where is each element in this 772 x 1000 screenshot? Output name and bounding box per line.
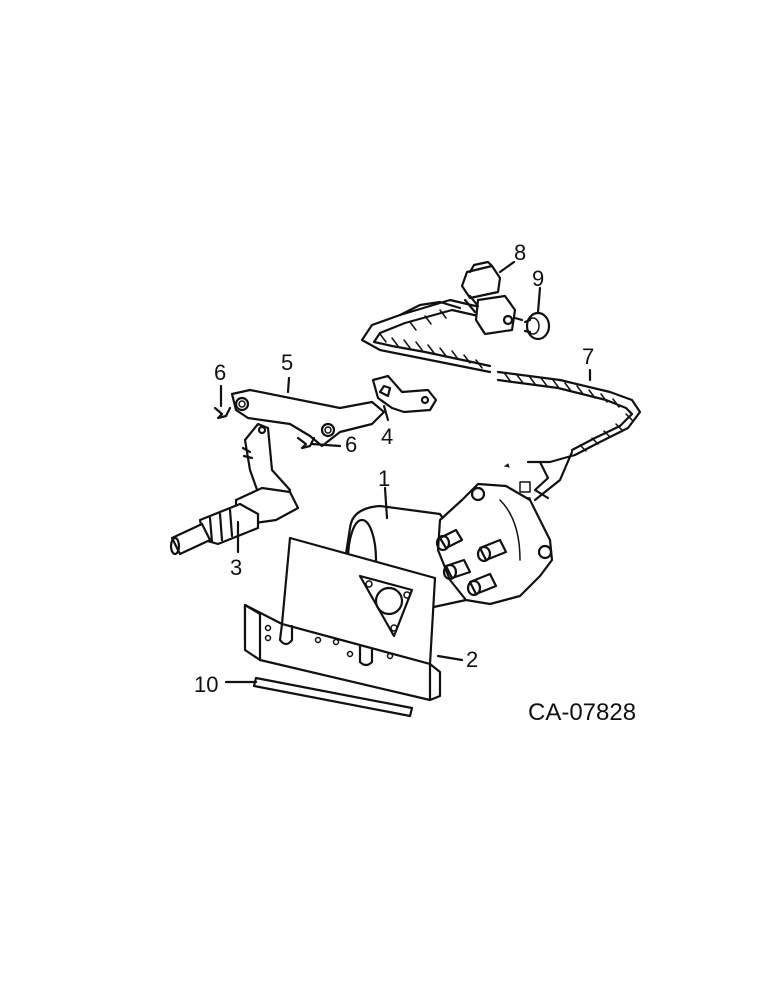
callout-4: 4 [381,424,393,449]
callout-labels: 1 2 3 4 5 6 6 7 8 9 10 [194,240,594,697]
callout-9: 9 [532,266,544,291]
callout-6b: 6 [345,432,357,457]
gasket-strip [252,676,414,718]
callout-1: 1 [378,466,390,491]
bushing [523,311,551,341]
callout-6a: 6 [214,360,226,385]
callout-8: 8 [514,240,526,265]
switch [460,260,524,336]
callout-5: 5 [281,350,293,375]
clip-left [213,406,232,420]
mounting-bracket [243,536,442,702]
leader-lines [219,260,592,684]
drawing-number: CA-07828 [528,699,636,726]
link-plate [230,388,386,448]
callout-3: 3 [230,555,242,580]
wiring-harness [360,298,642,509]
callout-2: 2 [466,647,478,672]
callout-7: 7 [582,344,594,369]
shaft-assembly [169,422,300,556]
callout-10: 10 [194,672,218,697]
motor-studs [435,528,508,597]
bracket [371,374,438,414]
